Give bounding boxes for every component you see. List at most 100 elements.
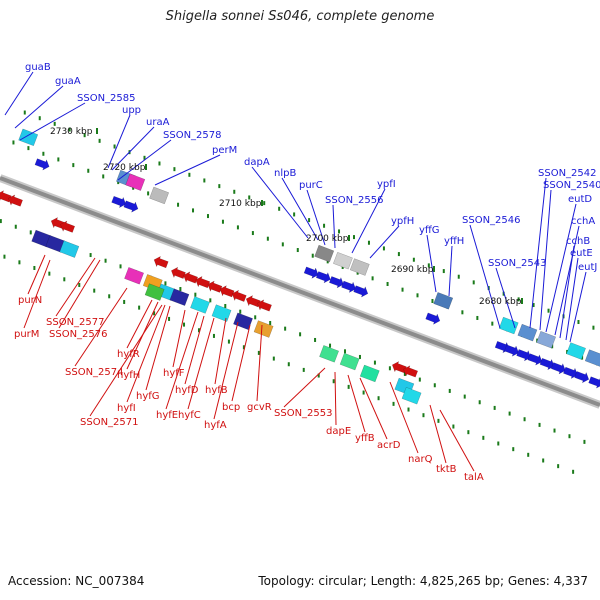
backbone <box>0 174 600 409</box>
inner-tick-dot-rev <box>239 309 242 314</box>
forward-gene-label: SSON_2556 <box>325 195 384 206</box>
outer-tick-dot <box>472 280 475 285</box>
outer-tick-dot <box>263 201 266 206</box>
outer-tick-dot-rev <box>512 447 515 452</box>
outer-tick-dot-rev <box>227 339 230 344</box>
reverse-gene-label: hyfI <box>117 403 136 414</box>
outer-tick-dot-rev <box>108 294 111 299</box>
forward-connector <box>251 166 309 239</box>
inner-tick-dot <box>27 146 30 151</box>
inner-tick-dot-rev <box>89 253 92 258</box>
forward-gene-box <box>125 173 146 191</box>
inner-tick-dot-rev <box>493 405 496 410</box>
scale-tick-label: 2730 kbp <box>50 127 93 137</box>
inner-tick-dot <box>177 202 180 207</box>
forward-gene-label: eutE <box>570 248 593 259</box>
forward-connector <box>4 71 34 116</box>
forward-gene-arrow <box>111 195 127 209</box>
outer-tick-dot-rev <box>332 379 335 384</box>
outer-tick-dot <box>338 229 341 234</box>
outer-tick-dot <box>323 223 326 228</box>
reverse-gene-label: SSON_2553 <box>274 408 333 419</box>
forward-gene-label: dapA <box>244 157 270 168</box>
inner-tick-dot <box>42 151 45 156</box>
reverse-gene-box <box>233 312 253 331</box>
outer-tick-dot-rev <box>153 311 156 316</box>
forward-connector <box>469 224 501 329</box>
inner-tick-dot <box>401 287 404 292</box>
inner-tick-dot <box>72 163 75 168</box>
reverse-gene-label: hyfA <box>204 420 227 431</box>
outer-tick-dot-rev <box>212 333 215 338</box>
scale-tick-mark <box>145 164 147 170</box>
reverse-gene-label: hyfF <box>163 368 185 379</box>
outer-tick-dot <box>592 325 595 330</box>
forward-gene-label: yffG <box>419 225 440 236</box>
reverse-gene-label: SSON_2574 <box>65 367 124 378</box>
inner-tick-dot <box>236 225 239 230</box>
inner-tick-dot-rev <box>403 371 406 376</box>
outer-tick-dot <box>143 155 146 160</box>
outer-tick-dot-rev <box>302 367 305 372</box>
outer-tick-dot <box>517 297 520 302</box>
outer-tick-dot <box>248 195 251 200</box>
outer-tick-dot-rev <box>557 464 560 469</box>
inner-tick-dot-rev <box>299 332 302 337</box>
forward-connector <box>426 234 437 293</box>
outer-tick-dot <box>382 246 385 251</box>
reverse-connector <box>283 367 326 408</box>
outer-tick-dot <box>203 178 206 183</box>
reverse-connector <box>165 311 199 410</box>
outer-tick-dot-rev <box>452 424 455 429</box>
outer-tick-dot-rev <box>542 458 545 463</box>
inner-tick-dot <box>192 208 195 213</box>
outer-tick-dot-rev <box>482 435 485 440</box>
outer-tick-dot-rev <box>377 396 380 401</box>
outer-tick-dot-rev <box>138 305 141 310</box>
forward-gene-box <box>149 186 170 205</box>
forward-gene-label: guaA <box>55 76 81 87</box>
outer-tick-dot-rev <box>183 322 186 327</box>
reverse-connector <box>231 324 251 402</box>
reverse-gene-arrow <box>257 299 272 312</box>
reverse-gene-label: purN <box>18 295 42 306</box>
inner-tick-dot-rev <box>448 388 451 393</box>
outer-tick-dot <box>113 144 116 149</box>
forward-gene-box <box>332 251 353 270</box>
inner-tick-dot <box>206 214 209 219</box>
forward-connector <box>332 204 336 249</box>
forward-gene-label: upp <box>122 105 141 116</box>
inner-tick-dot <box>221 219 224 224</box>
reverse-gene-label: hyfG <box>136 391 160 402</box>
outer-tick-dot <box>23 110 26 115</box>
outer-tick-dot-rev <box>197 328 200 333</box>
forward-connector <box>154 154 221 186</box>
forward-gene-label: SSON_2546 <box>462 215 521 226</box>
reverse-gene-box <box>211 304 232 322</box>
inner-tick-dot-rev <box>194 292 197 297</box>
outer-tick-dot-rev <box>93 288 96 293</box>
backbone-line <box>0 176 600 407</box>
inner-tick-dot <box>311 253 314 258</box>
inner-tick-dot <box>102 174 105 179</box>
inner-tick-dot-rev <box>344 349 347 354</box>
reverse-gene-arrow <box>207 280 223 293</box>
forward-gene-arrow <box>34 158 50 171</box>
reverse-connector <box>172 309 186 368</box>
forward-gene-arrow <box>504 344 519 357</box>
inner-tick-dot-rev <box>373 360 376 365</box>
reverse-gene-label: hyfE <box>156 410 178 421</box>
outer-tick-dot-rev <box>18 260 21 265</box>
inner-tick-dot <box>87 168 90 173</box>
outer-tick-dot <box>367 240 370 245</box>
outer-tick-dot <box>427 263 430 268</box>
forward-gene-label: uraA <box>146 117 170 128</box>
outer-tick-dot <box>38 116 41 121</box>
forward-gene-label: perM <box>212 145 237 156</box>
outer-tick-dot-rev <box>48 271 51 276</box>
forward-gene-arrow <box>353 285 369 298</box>
outer-tick-dot-rev <box>257 350 260 355</box>
outer-tick-dot <box>158 161 161 166</box>
reverse-gene-arrow <box>391 360 407 374</box>
